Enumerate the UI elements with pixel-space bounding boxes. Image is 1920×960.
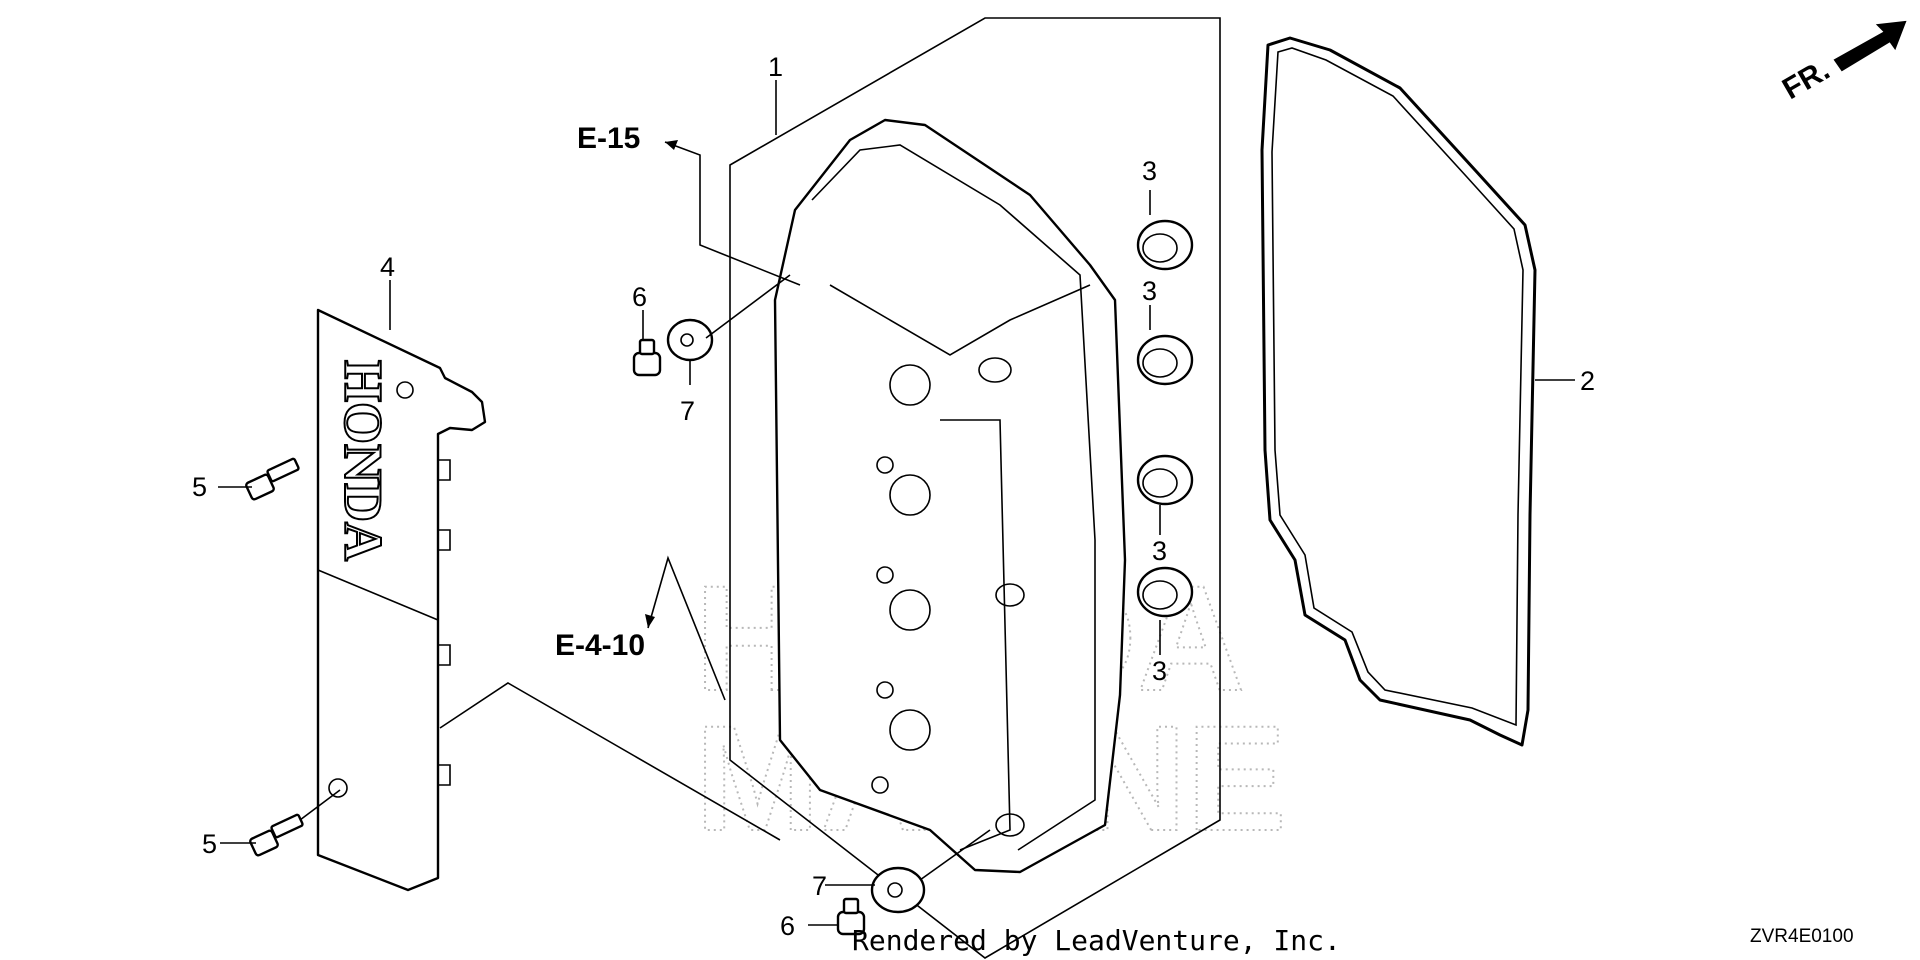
- footer-credit: Rendered by LeadVenture, Inc.: [852, 924, 1341, 957]
- callout-4: 4: [380, 252, 395, 282]
- leader-lines: [218, 80, 1575, 926]
- assembly-outline: [729, 17, 1221, 959]
- seal-2: [1136, 334, 1194, 386]
- part-5-bolt-upper: [245, 457, 300, 501]
- part-5-bolt-lower: [249, 813, 304, 857]
- seal-4: [1136, 566, 1194, 618]
- callout-5b: 5: [202, 829, 217, 859]
- front-arrow-icon: [1833, 20, 1907, 72]
- reference-e15[interactable]: E-15: [577, 122, 640, 155]
- callout-6b: 6: [780, 911, 795, 941]
- part-7-grommet-lower: [870, 866, 926, 914]
- front-label: FR.: [1777, 53, 1835, 106]
- callout-6a: 6: [632, 282, 647, 312]
- callout-7a: 7: [680, 396, 695, 426]
- part-1-head-cover: [773, 118, 1127, 874]
- callout-numbers: 1 2 3 3 3 3 4 5 5 6 6 7 7: [192, 52, 1595, 941]
- callout-1: 1: [768, 52, 783, 82]
- reference-e4-10[interactable]: E-4-10: [555, 629, 645, 662]
- part-3-seals: [1136, 219, 1194, 618]
- seal-3: [1136, 454, 1194, 506]
- part-4-cover-plate: HONDA: [316, 308, 487, 892]
- callout-3a: 3: [1142, 156, 1157, 186]
- callout-3b: 3: [1142, 276, 1157, 306]
- callout-2: 2: [1580, 366, 1595, 396]
- part-6-bolt-lower: [836, 897, 866, 936]
- callout-3d: 3: [1152, 656, 1167, 686]
- part-6-bolt-upper: [632, 338, 662, 377]
- callout-3c: 3: [1152, 536, 1167, 566]
- callout-7b: 7: [812, 871, 827, 901]
- seal-1: [1136, 219, 1194, 271]
- part-2-gasket: [1260, 36, 1537, 747]
- diagram-code: ZVR4E0100: [1750, 926, 1854, 947]
- front-direction-indicator: FR.: [1777, 20, 1907, 106]
- callout-5a: 5: [192, 472, 207, 502]
- part-7-grommet-upper: [666, 318, 714, 362]
- honda-logo: HONDA: [333, 360, 393, 561]
